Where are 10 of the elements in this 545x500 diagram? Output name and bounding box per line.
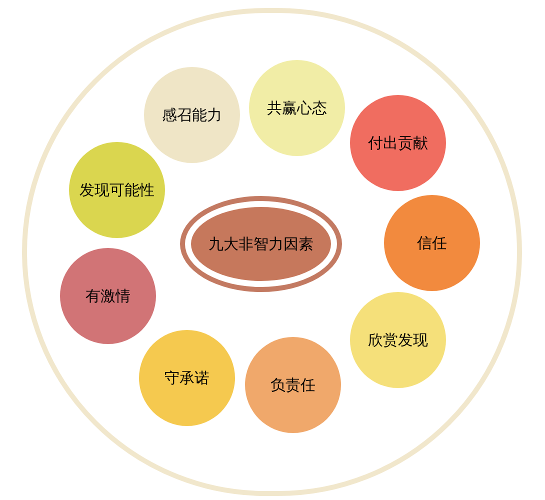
node-label: 发现可能性	[80, 180, 154, 201]
node-label: 信任	[417, 232, 447, 254]
node-label: 共赢心态	[267, 98, 327, 119]
node-label: 九大非智力因素	[191, 207, 331, 281]
node-label: 感召能力	[162, 104, 222, 126]
node-label: 守承诺	[164, 368, 210, 389]
node-label: 欣赏发现	[368, 330, 428, 351]
node-label: 付出贡献	[368, 132, 428, 154]
node-label: 负责任	[270, 374, 316, 396]
node-label: 有激情	[86, 286, 130, 307]
